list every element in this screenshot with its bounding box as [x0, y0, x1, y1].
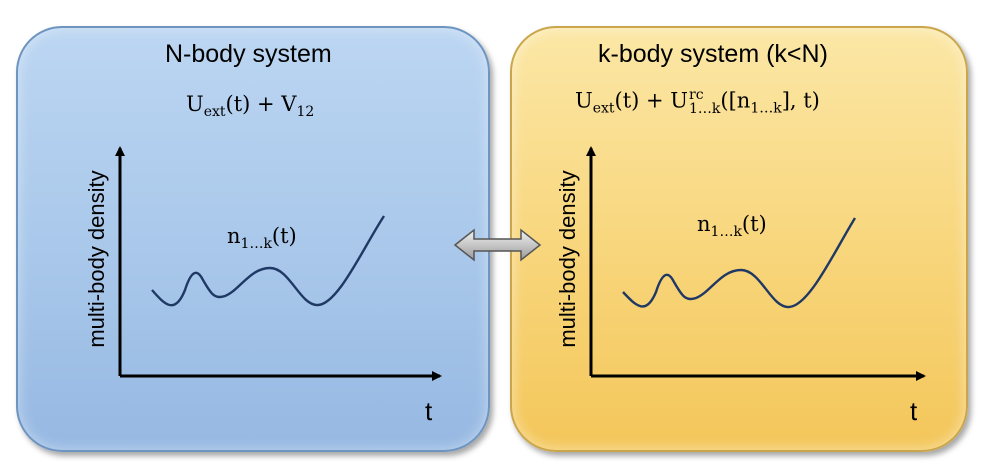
k-body-density-curve — [622, 217, 857, 309]
k-body-x-axis-label: t — [910, 396, 918, 426]
n-body-curve-label: n1…k(t) — [227, 224, 297, 253]
double-arrow-icon — [453, 228, 542, 262]
n-body-density-curve — [151, 215, 386, 307]
n-body-title: N-body system — [165, 40, 332, 68]
k-body-title: k-body system (k<N) — [598, 40, 828, 68]
n-body-equation: Uext(t) + V12 — [186, 92, 315, 121]
n-body-panel — [16, 26, 490, 452]
k-body-panel — [510, 26, 968, 452]
k-body-curve-label: n1…k(t) — [697, 212, 767, 241]
n-body-x-axis-label: t — [425, 396, 433, 426]
